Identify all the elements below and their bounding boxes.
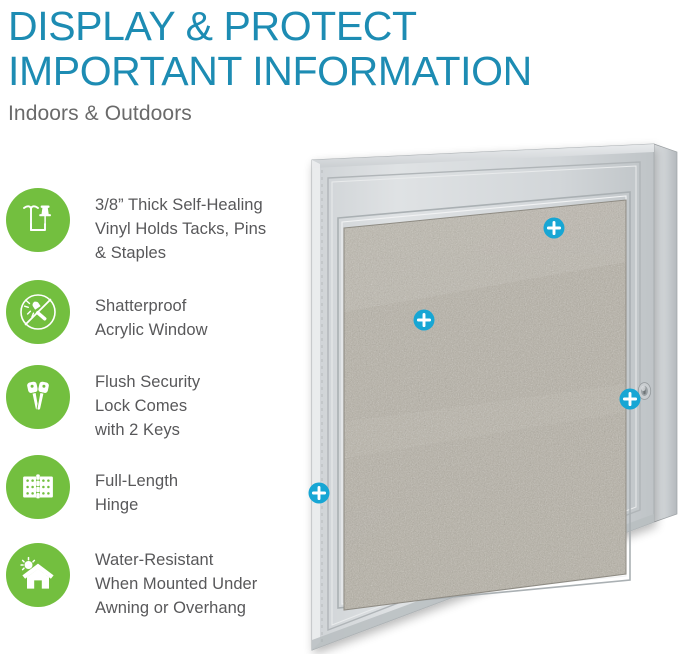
tack-pin-staple-icon	[6, 188, 70, 252]
house-weather-icon	[6, 543, 70, 607]
page-title-line-1: DISPLAY & PROTECT	[8, 3, 417, 49]
vinyl-tack-board	[343, 199, 627, 611]
feature-self-healing-vinyl: 3/8” Thick Self-Healing Vinyl Holds Tack…	[6, 188, 266, 265]
feature-label: Flush Security Lock Comes with 2 Keys	[95, 373, 201, 439]
feature-label: Water-Resistant When Mounted Under Awnin…	[95, 551, 258, 617]
feature-shatterproof-acrylic: Shatterproof Acrylic Window	[6, 280, 208, 344]
feature-label: Shatterproof Acrylic Window	[95, 297, 208, 339]
inner-bezel	[327, 161, 641, 632]
no-hammer-icon	[6, 280, 70, 344]
flush-cam-lock	[637, 382, 652, 400]
feature-label: Full-Length Hinge	[95, 472, 179, 514]
feature-flush-security-lock: Flush Security Lock Comes with 2 Keys	[6, 365, 200, 442]
feature-label: 3/8” Thick Self-Healing Vinyl Holds Tack…	[95, 196, 267, 262]
door-hinge-icon	[6, 455, 70, 519]
two-keys-icon	[6, 365, 70, 429]
product-illustration	[296, 122, 679, 654]
page-title-line-2: IMPORTANT INFORMATION	[8, 48, 532, 94]
feature-full-length-hinge: Full-Length Hinge	[6, 455, 178, 519]
page-subtitle: Indoors & Outdoors	[8, 102, 192, 125]
case-side-panel	[653, 143, 678, 523]
header: DISPLAY & PROTECT IMPORTANT INFORMATION …	[8, 0, 668, 127]
feature-water-resistant: Water-Resistant When Mounted Under Awnin…	[6, 543, 257, 620]
